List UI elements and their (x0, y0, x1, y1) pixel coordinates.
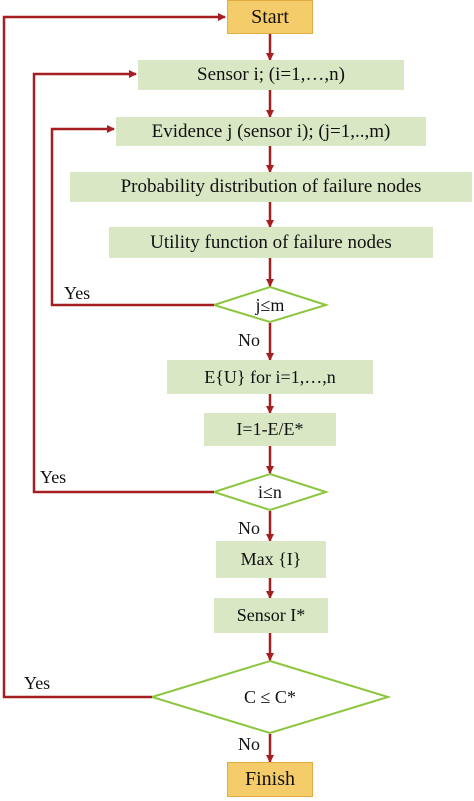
no-label-i: No (238, 518, 260, 538)
loop-arrow-j-to-evidence (50, 125, 214, 307)
evidence-loop-box: Evidence j (sensor i); (j=1,..,m) (116, 117, 426, 146)
expected-utility-box: E{U} for i=1,…,n (167, 360, 373, 394)
yes-label-i: Yes (40, 467, 67, 487)
yes-label-c: Yes (24, 673, 51, 693)
index-box: I=1-E/E* (204, 413, 336, 446)
decision-i-diamond (210, 472, 330, 512)
no-label-c: No (238, 734, 260, 754)
sensor-loop-box: Sensor i; (i=1,…,n) (138, 60, 404, 90)
probability-distribution-box: Probability distribution of failure node… (70, 172, 472, 202)
start-node: Start (227, 0, 313, 34)
no-label-j: No (238, 330, 260, 350)
decision-c-label: C ≤ C* (244, 686, 296, 707)
sensor-best-box: Sensor I* (214, 598, 328, 633)
yes-label-j: Yes (64, 283, 91, 303)
max-box: Max {I} (216, 541, 326, 578)
utility-function-box: Utility function of failure nodes (109, 227, 433, 258)
finish-node: Finish (227, 762, 313, 797)
loop-arrow-i-to-sensor (32, 70, 214, 494)
decision-j-label: j≤m (255, 294, 285, 315)
decision-j-diamond (210, 285, 330, 324)
decision-c-diamond (148, 659, 392, 735)
decision-i-label: i≤n (258, 481, 282, 502)
loop-arrow-c-to-start (2, 13, 226, 699)
